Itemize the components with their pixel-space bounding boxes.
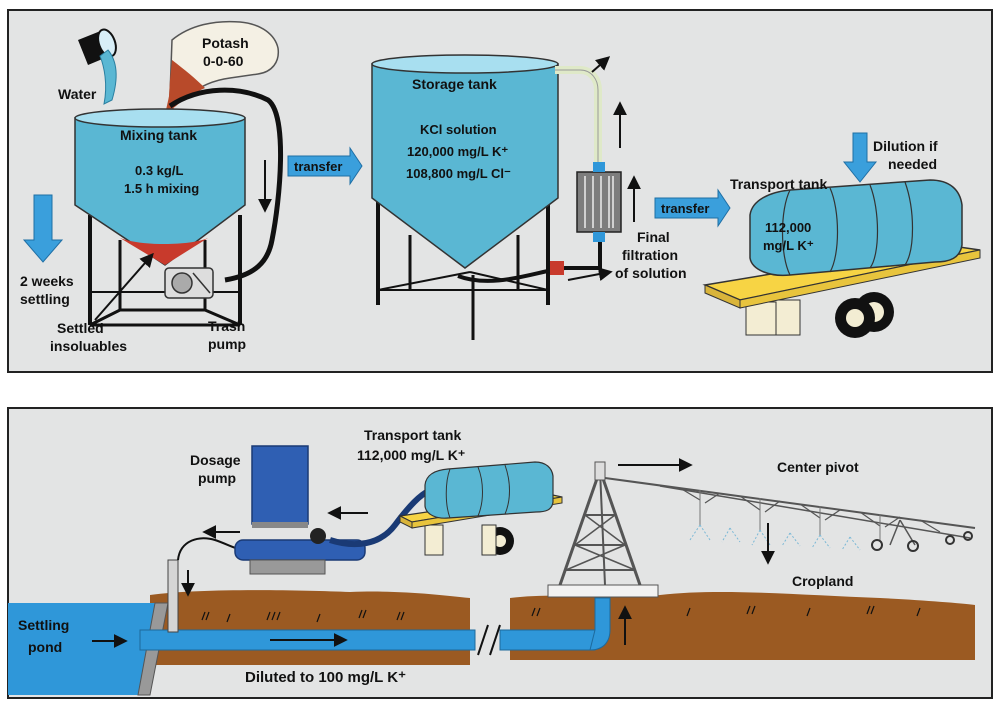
transport-tank-label: Transport tank (730, 176, 827, 192)
pivot-tower (547, 461, 659, 598)
pipe-riser (589, 597, 611, 651)
transfer-label-2: transfer (661, 201, 709, 216)
trash-pump-label-line1: Trash (208, 318, 245, 334)
settling-pond (8, 603, 155, 695)
small-transport-tank (424, 461, 554, 519)
top-panel: Water Potash 0-0-60 Mixing tank 0.3 kg/L… (7, 9, 993, 373)
transport-conc-line1: 112,000 (765, 220, 811, 235)
pond-label-line1: Settling (18, 617, 69, 633)
return-pipe-outline (555, 69, 599, 168)
filtration-label-line1: Final (637, 229, 670, 245)
filtration-label-line3: of solution (615, 265, 687, 281)
transfer-arrow-2 (654, 188, 731, 228)
pipe-break-1 (477, 624, 489, 656)
settled-pointer-arrow (94, 252, 154, 321)
dosage-label-line2: pump (198, 470, 236, 486)
transfer-label-1: transfer (294, 159, 342, 174)
water-bucket-icon (78, 28, 117, 105)
outlet-pipe (457, 232, 602, 283)
cropland-label: Cropland (792, 573, 853, 589)
settling-label-line1: 2 weeks (20, 273, 74, 289)
recirculation-hose (168, 87, 284, 283)
bottom-panel: Settling pond Diluted to 100 mg/L K⁺ Dos… (7, 407, 993, 699)
soil-left (150, 590, 470, 665)
filtration-label-line2: filtration (622, 247, 678, 263)
mix-rate: 0.3 kg/L (135, 163, 183, 178)
k-concentration: 120,000 mg/L K⁺ (407, 144, 508, 159)
cl-concentration: 108,800 mg/L Cl⁻ (406, 166, 511, 181)
settled-label-line2: insoluables (50, 338, 127, 354)
diluted-label: Diluted to 100 mg/L K⁺ (245, 669, 406, 686)
trash-pump-icon (164, 267, 214, 299)
dilution-label-line2: needed (888, 156, 937, 172)
potash-label-line2: 0-0-60 (203, 53, 244, 69)
settling-arrow-icon (22, 194, 64, 263)
transfer-arrow-1 (287, 146, 363, 186)
return-arrow (591, 56, 611, 73)
mix-time: 1.5 h mixing (124, 181, 199, 196)
filter-icon (576, 171, 622, 233)
supply-hose (329, 487, 432, 548)
trash-pump-label-line2: pump (208, 336, 246, 352)
transport-conc-line2: mg/L K⁺ (763, 238, 814, 253)
crop-marks (201, 605, 921, 623)
dosage-label-line1: Dosage (190, 452, 241, 468)
center-pivot-label: Center pivot (777, 459, 859, 475)
transport-tank (749, 179, 963, 277)
potash-label-line1: Potash (202, 35, 249, 51)
out-arrow (567, 267, 613, 281)
pipe-break-2 (489, 624, 501, 656)
water-label: Water (58, 86, 97, 102)
mixing-tank (74, 108, 246, 327)
pivot-span (604, 477, 976, 552)
transport-label-line2: 112,000 mg/L K⁺ (357, 447, 465, 463)
dilution-label-line1: Dilution if (873, 138, 938, 154)
mixing-tank-label: Mixing tank (120, 127, 197, 143)
storage-tank (371, 54, 559, 340)
settling-label-line2: settling (20, 291, 70, 307)
pipe-right (499, 629, 596, 651)
kcl-label: KCl solution (420, 122, 497, 137)
dosage-pump (234, 445, 366, 575)
valve-icon (550, 261, 564, 275)
transport-label-line1: Transport tank (364, 427, 461, 443)
storage-tank-label: Storage tank (412, 76, 497, 92)
sprinkler-spray (689, 524, 861, 551)
settled-label-line1: Settled (57, 320, 104, 336)
pond-label-line2: pond (28, 639, 62, 655)
injection-pipe (167, 559, 179, 633)
dilution-arrow-icon (842, 132, 878, 183)
